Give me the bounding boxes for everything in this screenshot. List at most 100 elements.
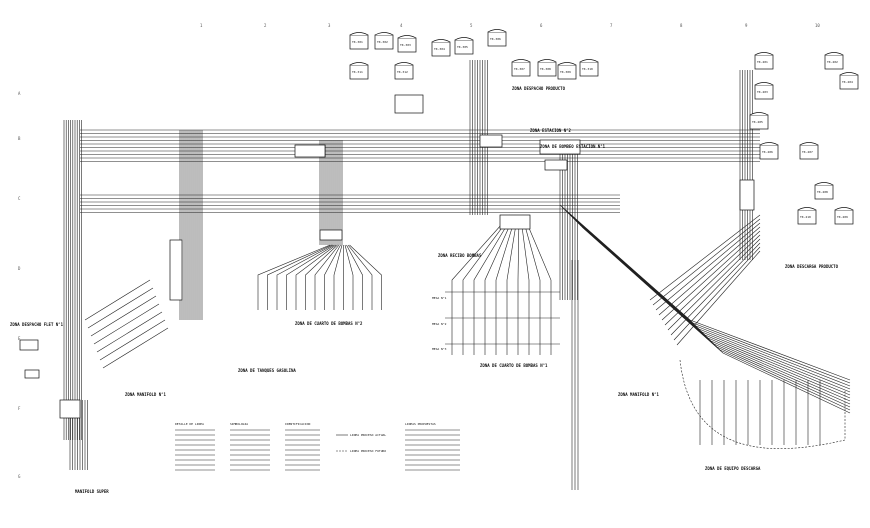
pump-block	[59, 399, 81, 419]
tank-label: TK-310	[582, 67, 593, 71]
tank-label: TK-308	[540, 67, 551, 71]
zone-fuel-left-label: ZONA DESPACHO FLET N°1	[10, 322, 64, 327]
tank: TK-307	[511, 59, 531, 77]
zone-descarga-label: ZONA DESCARGA PRODUCTO	[785, 264, 839, 269]
zone-manifold-right-label: ZONA MANIFOLD N°1	[618, 392, 660, 397]
manifold-diag-pipe	[99, 319, 166, 361]
tank-roof	[397, 35, 417, 39]
diagonal-pipe	[658, 226, 761, 316]
tank-roof	[537, 59, 557, 63]
tank-roof	[834, 207, 854, 211]
manifold-diag-pipe	[87, 287, 154, 329]
tank-roof	[759, 142, 779, 146]
tank-label: TK-409	[837, 215, 848, 219]
manifold-diag-pipe	[84, 279, 151, 321]
tank-label: TK-405	[752, 120, 763, 124]
tank: TK-310	[579, 59, 599, 77]
pump-block	[544, 159, 568, 171]
tank-label: TK-402	[827, 60, 838, 64]
tank: TK-302	[374, 32, 394, 50]
manifold-diag-pipe	[90, 295, 157, 337]
tank-label: TK-401	[757, 60, 768, 64]
tank: TK-303	[397, 35, 417, 53]
tank: TK-403	[754, 82, 774, 100]
grid-row-b: B	[18, 136, 21, 141]
tank-label: TK-303	[400, 43, 411, 47]
diagonal-pipe	[581, 226, 851, 414]
grid-col-7: 7	[610, 23, 613, 28]
pump-block	[539, 139, 581, 155]
grid-col-5: 5	[470, 23, 473, 28]
grid-row-labels: A B C D E F G	[18, 91, 21, 479]
zone-labels: ZONA DESPACHO PRODUCTO ZONA ESTACION N°2…	[10, 86, 839, 494]
grid-row-d: D	[18, 266, 21, 271]
tank-roof	[349, 62, 369, 66]
pump-block	[739, 179, 755, 211]
zone-estacion-label: ZONA ESTACION N°2	[530, 128, 572, 133]
fan-pipe	[506, 214, 518, 355]
pump-block	[24, 369, 40, 379]
diagonal-pipe	[559, 204, 851, 381]
fan-pipe	[314, 244, 340, 310]
tank-roof	[814, 182, 834, 186]
fan-pipe	[344, 244, 354, 310]
fan-pipe	[286, 244, 335, 310]
tank-roof	[797, 207, 817, 211]
tank: TK-408	[814, 182, 834, 200]
tank-label: TK-403	[757, 90, 768, 94]
fan-pipe	[523, 214, 552, 355]
grid-col-3: 3	[328, 23, 331, 28]
tank: TK-406	[759, 142, 779, 160]
fan-pipe	[346, 244, 363, 310]
tank-roof	[511, 59, 531, 63]
fan-pipe	[520, 214, 530, 355]
diagonal-pipe	[565, 210, 851, 390]
diagonal-pipe	[661, 230, 761, 321]
diagonal-pipe	[573, 218, 851, 402]
diagonal-pipe	[571, 216, 851, 399]
fan-pipe	[267, 244, 332, 310]
tank-roof	[374, 32, 394, 36]
zone-cuarto2-label: ZONA DE CUARTO DE BOMBAS N°2	[295, 321, 363, 326]
tank-label: TK-301	[352, 40, 363, 44]
zone-despacho-label: ZONA DESPACHO PRODUCTO	[512, 86, 566, 91]
tank-roof	[579, 59, 599, 63]
tank-roof	[754, 52, 774, 56]
tank: TK-401	[754, 52, 774, 70]
fan-pipe	[276, 244, 334, 310]
pump-block	[294, 144, 326, 158]
grid-col-8: 8	[680, 23, 683, 28]
legend-rows	[175, 429, 460, 471]
tank-label: TK-406	[762, 150, 773, 154]
tank-roof	[824, 52, 844, 56]
tank-label: TK-404	[842, 80, 853, 84]
mesa-label-1: MESA N°1	[432, 296, 447, 300]
fan-pipe	[305, 244, 338, 310]
legend-title-3: IDENTIFICACION	[285, 422, 310, 426]
manifold-diag-pipe	[93, 303, 160, 345]
grid-col-1: 1	[200, 23, 203, 28]
tank: TK-312	[394, 62, 414, 80]
tank: TK-304	[431, 39, 451, 57]
zone-cuarto1-label: ZONA DE CUARTO DE BOMBAS N°1	[480, 363, 548, 368]
mesa-labels: MESA N°1 MESA N°2 MESA N°3	[432, 296, 447, 351]
fan-pipe	[257, 244, 331, 310]
pump-block	[394, 94, 424, 114]
pump-block	[19, 339, 39, 351]
grid-col-10: 10	[815, 23, 820, 28]
zone-tanques-label: ZONA DE TANQUES GASOLINA	[238, 368, 296, 373]
fan-pipe	[484, 214, 515, 355]
pump-block	[319, 229, 343, 241]
tank-roof	[557, 62, 577, 66]
tank-roof	[349, 32, 369, 36]
legend-line-b: LINEA PROCESO FUTURO	[350, 449, 386, 453]
tank-label: TK-302	[377, 40, 388, 44]
diagonal-pipe	[670, 242, 761, 336]
tank-roof	[754, 82, 774, 86]
fan-pipe	[349, 244, 382, 310]
diagonal-pipe	[667, 238, 761, 331]
zone-recibo-label: ZONA RECIBO BOMBAS	[438, 253, 482, 258]
tank: TK-409	[834, 207, 854, 225]
fan-pipe	[333, 244, 343, 310]
